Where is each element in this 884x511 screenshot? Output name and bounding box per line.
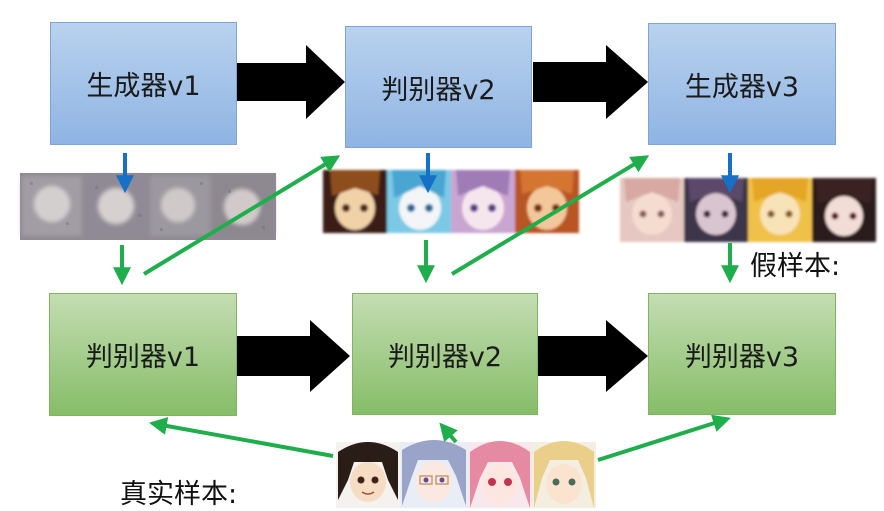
discriminator-v2-bottom-label: 判别器v2	[387, 341, 503, 373]
real-samples-label: 真实样本:	[120, 479, 238, 510]
green-arrow-real-to-dis2	[439, 422, 458, 444]
black-arrow-bottom-1	[236, 320, 350, 392]
discriminator-v2-bottom-box: 判别器v2	[352, 293, 538, 415]
generator-v1-box: 生成器v1	[50, 22, 237, 145]
fake-samples-v2	[323, 170, 579, 233]
discriminator-v2-top-label: 判别器v2	[381, 74, 496, 106]
fake-samples-v3	[620, 178, 876, 242]
black-arrow-bottom-2	[536, 320, 648, 392]
green-arrow-real-to-dis3	[597, 414, 731, 462]
black-arrow-top-2	[533, 45, 648, 119]
fake-samples-v1	[20, 173, 276, 240]
discriminator-v3-label: 判别器v3	[684, 341, 800, 373]
real-samples	[336, 440, 596, 508]
discriminator-v1-label: 判别器v1	[85, 342, 201, 373]
green-arrow-dis1-to-top-dis2	[142, 155, 341, 276]
discriminator-v2-top-box: 判别器v2	[345, 26, 532, 148]
green-arrow-real-to-dis1	[148, 417, 334, 458]
discriminator-v3-box: 判别器v3	[648, 293, 836, 415]
black-arrow-top-1	[237, 45, 345, 119]
fake-samples-label: 假样本:	[750, 251, 841, 282]
green-arrow-dis2-to-gen3	[450, 155, 650, 276]
generator-v3-label: 生成器v3	[684, 71, 800, 103]
generator-v3-box: 生成器v3	[648, 23, 836, 145]
discriminator-v1-box: 判别器v1	[49, 293, 237, 416]
generator-v1-label: 生成器v1	[86, 71, 201, 102]
